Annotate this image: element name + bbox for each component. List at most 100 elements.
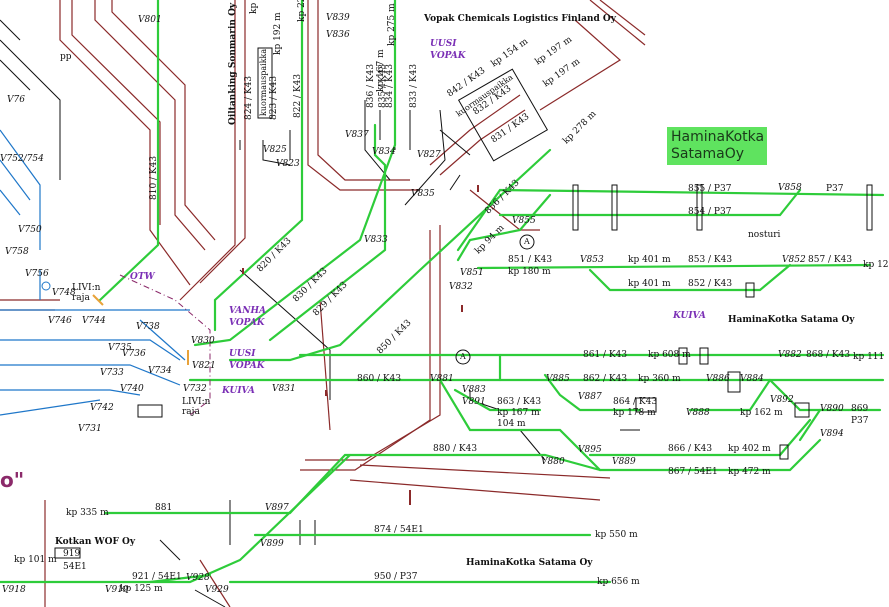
signal-label: V832	[449, 282, 473, 292]
track-label: 866 / K43	[668, 444, 713, 454]
signal-label: V851	[460, 268, 484, 278]
signal-label: V830	[191, 336, 215, 346]
signal-label: V853	[580, 255, 604, 265]
signal-label: V756	[25, 269, 49, 279]
signal-label: V889	[612, 457, 636, 467]
kp-label: kp 192 m	[273, 12, 283, 55]
signal-label: V732	[183, 384, 207, 394]
signal-label: V882	[778, 350, 802, 360]
road-outlines	[0, 0, 646, 607]
company-kotkan-wof: Kotkan WOF Oy	[55, 537, 136, 547]
signal-label: V738	[136, 322, 160, 332]
company-oiltanking: Oiltanking Sonmarin Oy	[228, 2, 238, 125]
kp-label: kp 550 m	[595, 530, 638, 540]
signal-label: V892	[770, 395, 794, 405]
track-label: 853 / K43	[688, 255, 733, 265]
track-label: 881	[155, 503, 173, 513]
track-label: 54E1	[63, 562, 87, 572]
kp-label: kp 125 m	[120, 584, 163, 594]
signal-label: V852	[782, 255, 806, 265]
signal-label: V918	[2, 585, 26, 595]
company-hk-satama-2: HaminaKotka Satama Oy	[466, 558, 593, 568]
signal-label: V740	[120, 384, 144, 394]
signal-label: V899	[260, 539, 284, 549]
signal-label: V831	[272, 384, 296, 394]
area-kuiva-right: KUIVA	[673, 311, 706, 321]
signal-label: V752/754	[0, 154, 44, 164]
kp-label: kp 12	[863, 260, 889, 270]
track-label: 863 / K43	[497, 397, 542, 407]
signal-label: V928	[186, 573, 210, 583]
area-kuiva-left: KUIVA	[222, 386, 255, 396]
signal-label: V833	[364, 235, 388, 245]
signal-label: V884	[740, 374, 764, 384]
track-label: 869	[851, 404, 869, 414]
kp-label: kp 167 m	[376, 49, 386, 92]
signal-label: V894	[820, 429, 844, 439]
signal-label: V742	[90, 403, 114, 413]
signal-label: V883	[462, 385, 486, 395]
signal-label: V821	[192, 361, 216, 371]
kp-label: kp 111	[853, 352, 885, 362]
track-label: 880 / K43	[433, 444, 478, 454]
switch-marker	[41, 281, 51, 291]
track-label: 823 / K43	[269, 75, 279, 120]
track-label: 862 / K43	[583, 374, 628, 384]
marker-a-label-2: A	[460, 352, 466, 361]
kp-label: 104 m	[497, 419, 526, 429]
kp-label: kp 162 m	[740, 408, 783, 418]
track-label: 921 / 54E1	[132, 572, 182, 582]
track-label: 810 / K43	[149, 155, 159, 200]
track-label: 854 / P37	[688, 207, 732, 217]
track-label: 867 / 54E1	[668, 467, 718, 477]
kp-label: kp 275 m	[387, 3, 397, 46]
track-label: 851 / K43	[508, 255, 553, 265]
kp-label: kp 167 m	[497, 408, 540, 418]
signal-label: V748	[52, 288, 76, 298]
kp-label: kp 656 m	[597, 577, 640, 587]
area-uusi-vopak-top-2: VOPAK	[430, 51, 466, 61]
track-label: P37	[851, 416, 869, 426]
signal-label: V880	[541, 457, 565, 467]
kp-label: kp 608 m	[648, 350, 691, 360]
pp-label: pp	[60, 52, 72, 62]
signal-label: V823	[276, 159, 300, 169]
area-uusi-vopak-mid-2: VOPAK	[229, 361, 265, 371]
red-markers	[242, 185, 479, 505]
track-label: 852 / K43	[688, 279, 733, 289]
track-label: 950 / P37	[374, 572, 418, 582]
signal-label: V855	[512, 216, 536, 226]
kp-label: kp	[249, 2, 259, 14]
signal-label: V827	[417, 150, 441, 160]
signal-label: V881	[430, 374, 454, 384]
track-label: 864 / K43	[613, 397, 658, 407]
company-hk-satama-1: HaminaKotka Satama Oy	[728, 315, 855, 325]
track-label: P37	[826, 184, 844, 194]
signal-label: V885	[546, 374, 570, 384]
track-label: 860 / K43	[357, 374, 402, 384]
area-uusi-vopak-top-1: UUSI	[430, 39, 457, 49]
track-label: 874 / 54E1	[374, 525, 424, 535]
signal-label: V929	[205, 585, 229, 595]
signal-label: V735	[108, 343, 132, 353]
kp-label: kp 101 m	[14, 555, 57, 565]
area-vanha-vopak-2: VOPAK	[229, 318, 265, 328]
area-uusi-vopak-mid-1: UUSI	[229, 349, 256, 359]
signal-label: V746	[48, 316, 72, 326]
marker-a-1	[519, 234, 535, 250]
signal-label: V897	[265, 503, 289, 513]
livi-label-1a: LIVI:n	[72, 283, 101, 293]
signal-label: V891	[462, 397, 486, 407]
signal-label: V733	[100, 368, 124, 378]
kp-label: kp 180 m	[508, 267, 551, 277]
green-tracks	[0, 0, 885, 584]
marker-a-label-1: A	[524, 237, 530, 246]
signal-label: V886	[706, 374, 730, 384]
kuormauspaikka-label-1: kuormauspaikka	[259, 48, 268, 116]
track-boxes	[54, 47, 873, 559]
kp-label: kp 472 m	[728, 467, 771, 477]
signal-label: V734	[148, 366, 172, 376]
track-label: 833 / K43	[409, 63, 419, 108]
legend-line-2: SatamaOy	[671, 146, 745, 162]
